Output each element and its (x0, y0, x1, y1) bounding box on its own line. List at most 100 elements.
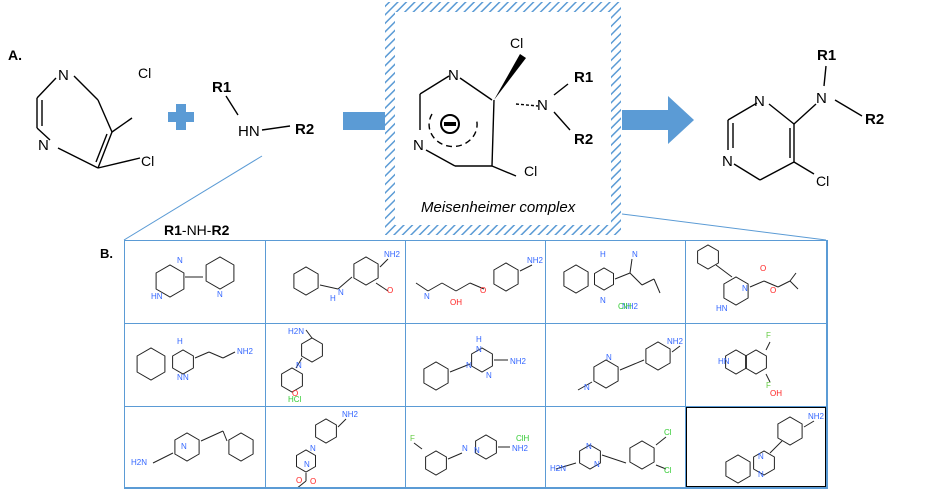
bond (653, 278, 661, 294)
atom-label: N (594, 460, 600, 469)
atom-label: O (296, 476, 302, 485)
atom-label: N (600, 296, 606, 305)
bond (789, 272, 797, 282)
atom-label: NH2 (667, 337, 684, 346)
meisenheimer-structure (419, 75, 571, 177)
atom-label: H (330, 294, 336, 303)
atom-label: H2N (288, 327, 304, 336)
amine-hn: HN (238, 123, 260, 140)
bond (152, 452, 174, 464)
bond (803, 420, 815, 428)
bond (789, 280, 799, 290)
atom-label: N (462, 444, 468, 453)
ring (353, 256, 379, 286)
atom-label: NH2 (512, 444, 529, 453)
atom-label: NH2 (237, 347, 254, 356)
reactant-dichloropyrimidine (36, 75, 141, 169)
ring (172, 349, 194, 375)
header-r2: R2 (211, 222, 230, 238)
bond (763, 280, 779, 288)
reactant-n3: N (38, 137, 49, 154)
bond (222, 351, 236, 359)
zoom-line-left (123, 155, 263, 240)
atom-label: HN (716, 304, 728, 313)
bond (765, 341, 771, 351)
atom-label: O (770, 286, 776, 295)
reactant-cl4: Cl (138, 65, 151, 81)
atom-label: N (296, 361, 302, 370)
ring (594, 267, 614, 291)
ring (745, 349, 767, 375)
atom-label: H (476, 335, 482, 344)
ring (174, 432, 200, 462)
atom-label: NH2 (384, 250, 401, 259)
panel-a: A. N N Cl Cl R1 HN R2 (8, 2, 884, 240)
bond (194, 351, 210, 359)
complex-r1: R1 (574, 69, 593, 86)
bond (305, 329, 313, 339)
bond (455, 282, 471, 292)
bond (319, 284, 339, 290)
ring (205, 256, 235, 290)
atom-label: N (474, 446, 480, 455)
atom-label: O (310, 477, 316, 486)
ring (301, 337, 323, 363)
atom-label: N (177, 373, 183, 382)
atom-label: N (181, 442, 187, 451)
atom-label: OH (450, 298, 462, 307)
atom-label: O (387, 286, 393, 295)
ring (155, 264, 185, 298)
bond (295, 357, 303, 369)
atom-label: N (338, 288, 344, 297)
panel-b-label: B. (100, 246, 113, 261)
ring (471, 347, 493, 373)
bond (208, 351, 224, 359)
bond (769, 440, 783, 454)
plus-icon (168, 104, 194, 130)
ring (425, 450, 447, 476)
ring (293, 266, 319, 296)
bond (379, 258, 389, 268)
bond (777, 280, 791, 288)
bond (629, 272, 643, 286)
ring (725, 454, 751, 484)
header-r1: R1 (164, 222, 182, 238)
atom-label: N (310, 444, 316, 453)
atom-label: H2N (131, 458, 147, 467)
meisenheimer-wedge (494, 54, 526, 100)
product-n1: N (754, 93, 765, 110)
complex-n1: N (448, 67, 459, 84)
ring (228, 432, 254, 462)
atom-label: NH2 (808, 412, 825, 421)
ring (296, 449, 316, 473)
panel-a-label: A. (8, 47, 22, 63)
bond (447, 452, 463, 460)
molecule-cell: N H2N (125, 407, 265, 487)
atom-label: N (632, 250, 638, 259)
zoom-line-right (621, 213, 827, 240)
header-nh: -NH- (181, 222, 212, 238)
atom-label: N (217, 290, 223, 299)
atom-label: N (476, 345, 482, 354)
atom-label: N (758, 452, 764, 461)
atom-label: ClH (618, 302, 632, 311)
atom-label: HCl (288, 395, 302, 404)
ring (493, 262, 519, 292)
ring (423, 361, 449, 391)
bond (415, 282, 429, 292)
atom-label: N (424, 292, 430, 301)
ring (136, 347, 166, 381)
ring (697, 244, 719, 270)
complex-cl-bottom: Cl (524, 163, 537, 179)
